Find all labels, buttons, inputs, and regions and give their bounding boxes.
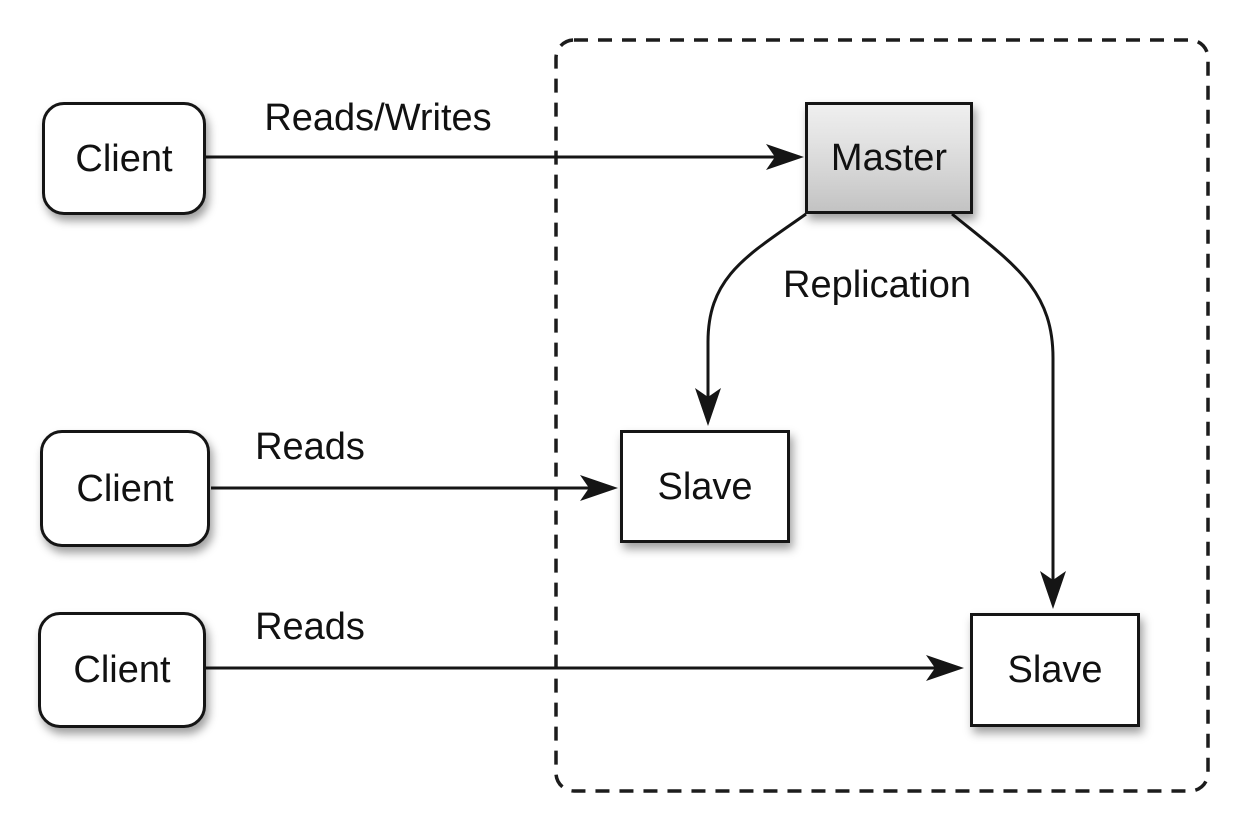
edge-label-reads-bottom: Reads [255, 606, 365, 648]
master-node: Master [805, 102, 973, 214]
client-node-3: Client [38, 612, 206, 728]
slave-node-1: Slave [620, 430, 790, 543]
client-node-2-label: Client [76, 467, 174, 510]
edge-label-reads-writes: Reads/Writes [264, 97, 492, 139]
replication-boundary [554, 38, 1210, 793]
slave-node-2-label: Slave [1007, 649, 1103, 691]
edge-label-replication: Replication [783, 264, 971, 306]
client-node-2: Client [40, 430, 210, 547]
edge-master-to-slave1 [695, 212, 807, 426]
client-node-3-label: Client [73, 649, 171, 691]
edge-master-to-slave2 [951, 212, 1066, 609]
client-node-1-label: Client [75, 137, 173, 180]
slave-node-1-label: Slave [657, 465, 753, 508]
slave-node-2: Slave [970, 613, 1140, 727]
master-node-label: Master [830, 137, 948, 179]
client-node-1: Client [42, 102, 206, 215]
edge-label-reads-middle: Reads [255, 426, 365, 468]
